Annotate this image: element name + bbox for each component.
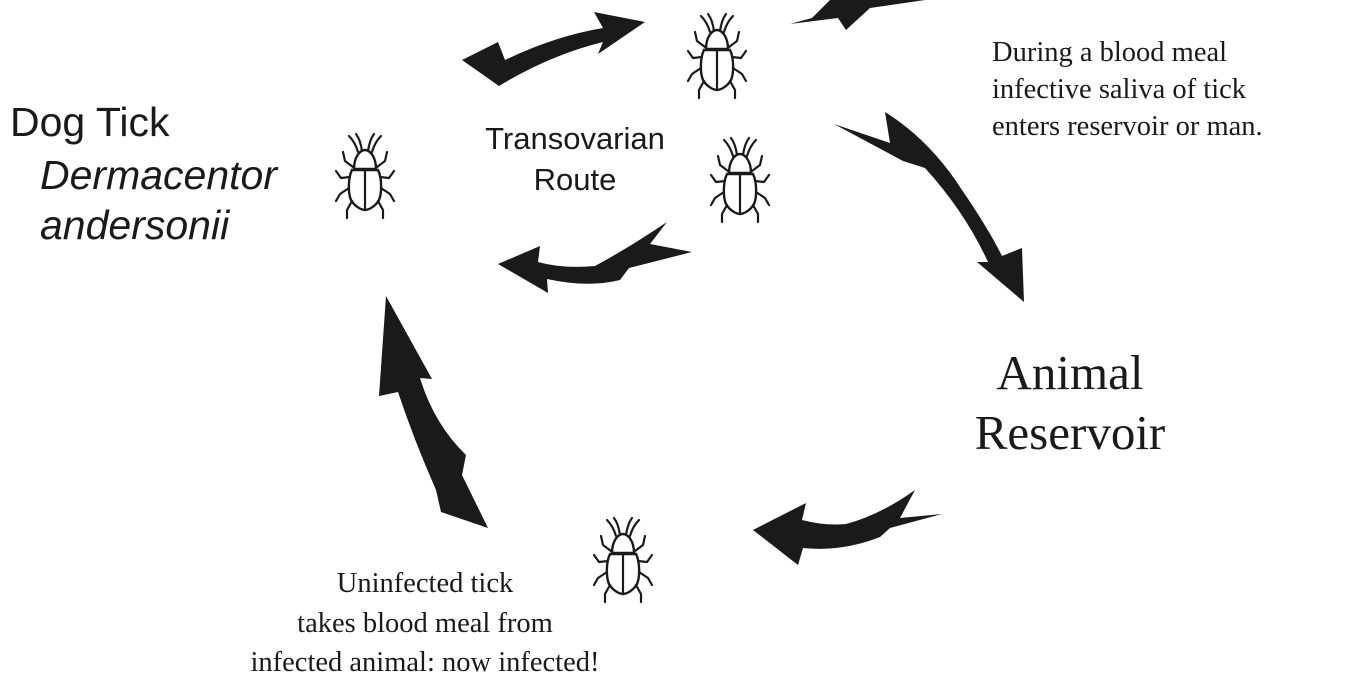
vector-name: Dog Tick [10,98,170,146]
uninfected-line-1: Uninfected tick [170,564,680,604]
arrow-from-reservoir [753,490,942,565]
vector-species-genus: Dermacentor [40,150,277,200]
uninfected-tick-note: Uninfected tick takes blood meal from in… [170,564,680,683]
tick-icon [711,138,769,222]
blood-meal-note: During a blood meal infective saliva of … [992,34,1263,145]
tick-icon [688,14,746,98]
vector-species-label: Dermacentor andersonii [40,150,277,250]
tick-icon [336,134,394,218]
arrow-top-edge [790,0,925,30]
transovarian-route-label: Transovarian Route [455,118,695,200]
arrow-to-top-tick [462,12,645,86]
reservoir-line-2: Reservoir [930,403,1210,463]
blood-meal-line-1: During a blood meal [992,34,1263,71]
animal-reservoir-label: Animal Reservoir [930,343,1210,463]
vector-species-epithet: andersonii [40,200,277,250]
blood-meal-line-2: infective saliva of tick [992,71,1263,108]
vector-name-label: Dog Tick [10,98,170,146]
uninfected-line-2: takes blood meal from [170,604,680,644]
uninfected-line-3: infected animal: now infected! [170,643,680,683]
reservoir-line-1: Animal [930,343,1210,403]
arrow-to-dog-tick [379,296,488,528]
blood-meal-line-3: enters reservoir or man. [992,108,1263,145]
arrow-transovarian-return [498,222,692,293]
transovarian-line-2: Route [455,159,695,200]
transovarian-line-1: Transovarian [455,118,695,159]
